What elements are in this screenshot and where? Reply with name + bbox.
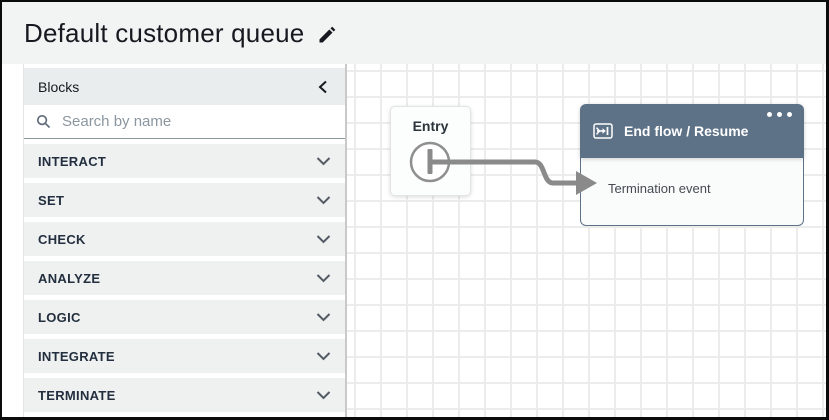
edit-title-button[interactable] xyxy=(317,25,337,45)
chevron-down-icon xyxy=(316,157,331,166)
chevron-down-icon xyxy=(316,313,331,322)
section-label: LOGIC xyxy=(38,309,81,325)
collapse-sidebar-button[interactable] xyxy=(315,78,331,96)
section-label: ANALYZE xyxy=(38,270,101,286)
end-flow-icon xyxy=(593,123,613,139)
page-title: Default customer queue xyxy=(24,17,305,48)
end-flow-node-body: Termination event xyxy=(580,158,804,226)
dot xyxy=(767,112,772,117)
chevron-down-icon xyxy=(316,391,331,400)
main-content: Blocks INTERACT xyxy=(2,64,826,417)
end-flow-node-header[interactable]: End flow / Resume xyxy=(580,104,804,158)
sidebar-section-set[interactable]: SET xyxy=(24,183,345,217)
section-label: SET xyxy=(38,192,65,208)
end-flow-node[interactable]: End flow / Resume Termination event xyxy=(580,104,804,226)
chevron-down-icon xyxy=(316,274,331,283)
sidebar-section-integrate[interactable]: INTEGRATE xyxy=(24,339,345,373)
blocks-panel-header: Blocks xyxy=(24,68,345,105)
sidebar-section-logic[interactable]: LOGIC xyxy=(24,300,345,334)
entry-node[interactable]: Entry xyxy=(390,106,471,196)
search-row xyxy=(24,105,345,139)
pencil-icon xyxy=(319,26,336,43)
sidebar-section-analyze[interactable]: ANALYZE xyxy=(24,261,345,295)
search-icon xyxy=(36,114,51,129)
end-flow-node-title: End flow / Resume xyxy=(624,123,749,139)
sidebar-section-check[interactable]: CHECK xyxy=(24,222,345,256)
chevron-left-icon xyxy=(318,80,327,93)
blocks-sidebar: Blocks INTERACT xyxy=(23,64,345,417)
chevron-down-icon xyxy=(316,235,331,244)
search-input[interactable] xyxy=(60,112,333,131)
blocks-panel-title: Blocks xyxy=(38,78,80,95)
flow-canvas[interactable]: Entry End flow / Resume xyxy=(345,64,826,417)
dot xyxy=(787,112,792,117)
section-label: INTERACT xyxy=(38,153,107,169)
ellipsis-menu-icon[interactable] xyxy=(767,112,792,117)
sidebar-section-terminate[interactable]: TERMINATE xyxy=(24,378,345,412)
title-bar: Default customer queue xyxy=(2,2,826,64)
sidebar-section-interact[interactable]: INTERACT xyxy=(24,144,345,178)
section-label: CHECK xyxy=(38,231,86,247)
section-label: INTEGRATE xyxy=(38,348,115,364)
termination-event-label: Termination event xyxy=(608,181,711,196)
section-label: TERMINATE xyxy=(38,387,116,403)
chevron-down-icon xyxy=(316,352,331,361)
entry-node-label: Entry xyxy=(412,118,449,134)
dot xyxy=(777,112,782,117)
chevron-down-icon xyxy=(316,196,331,205)
